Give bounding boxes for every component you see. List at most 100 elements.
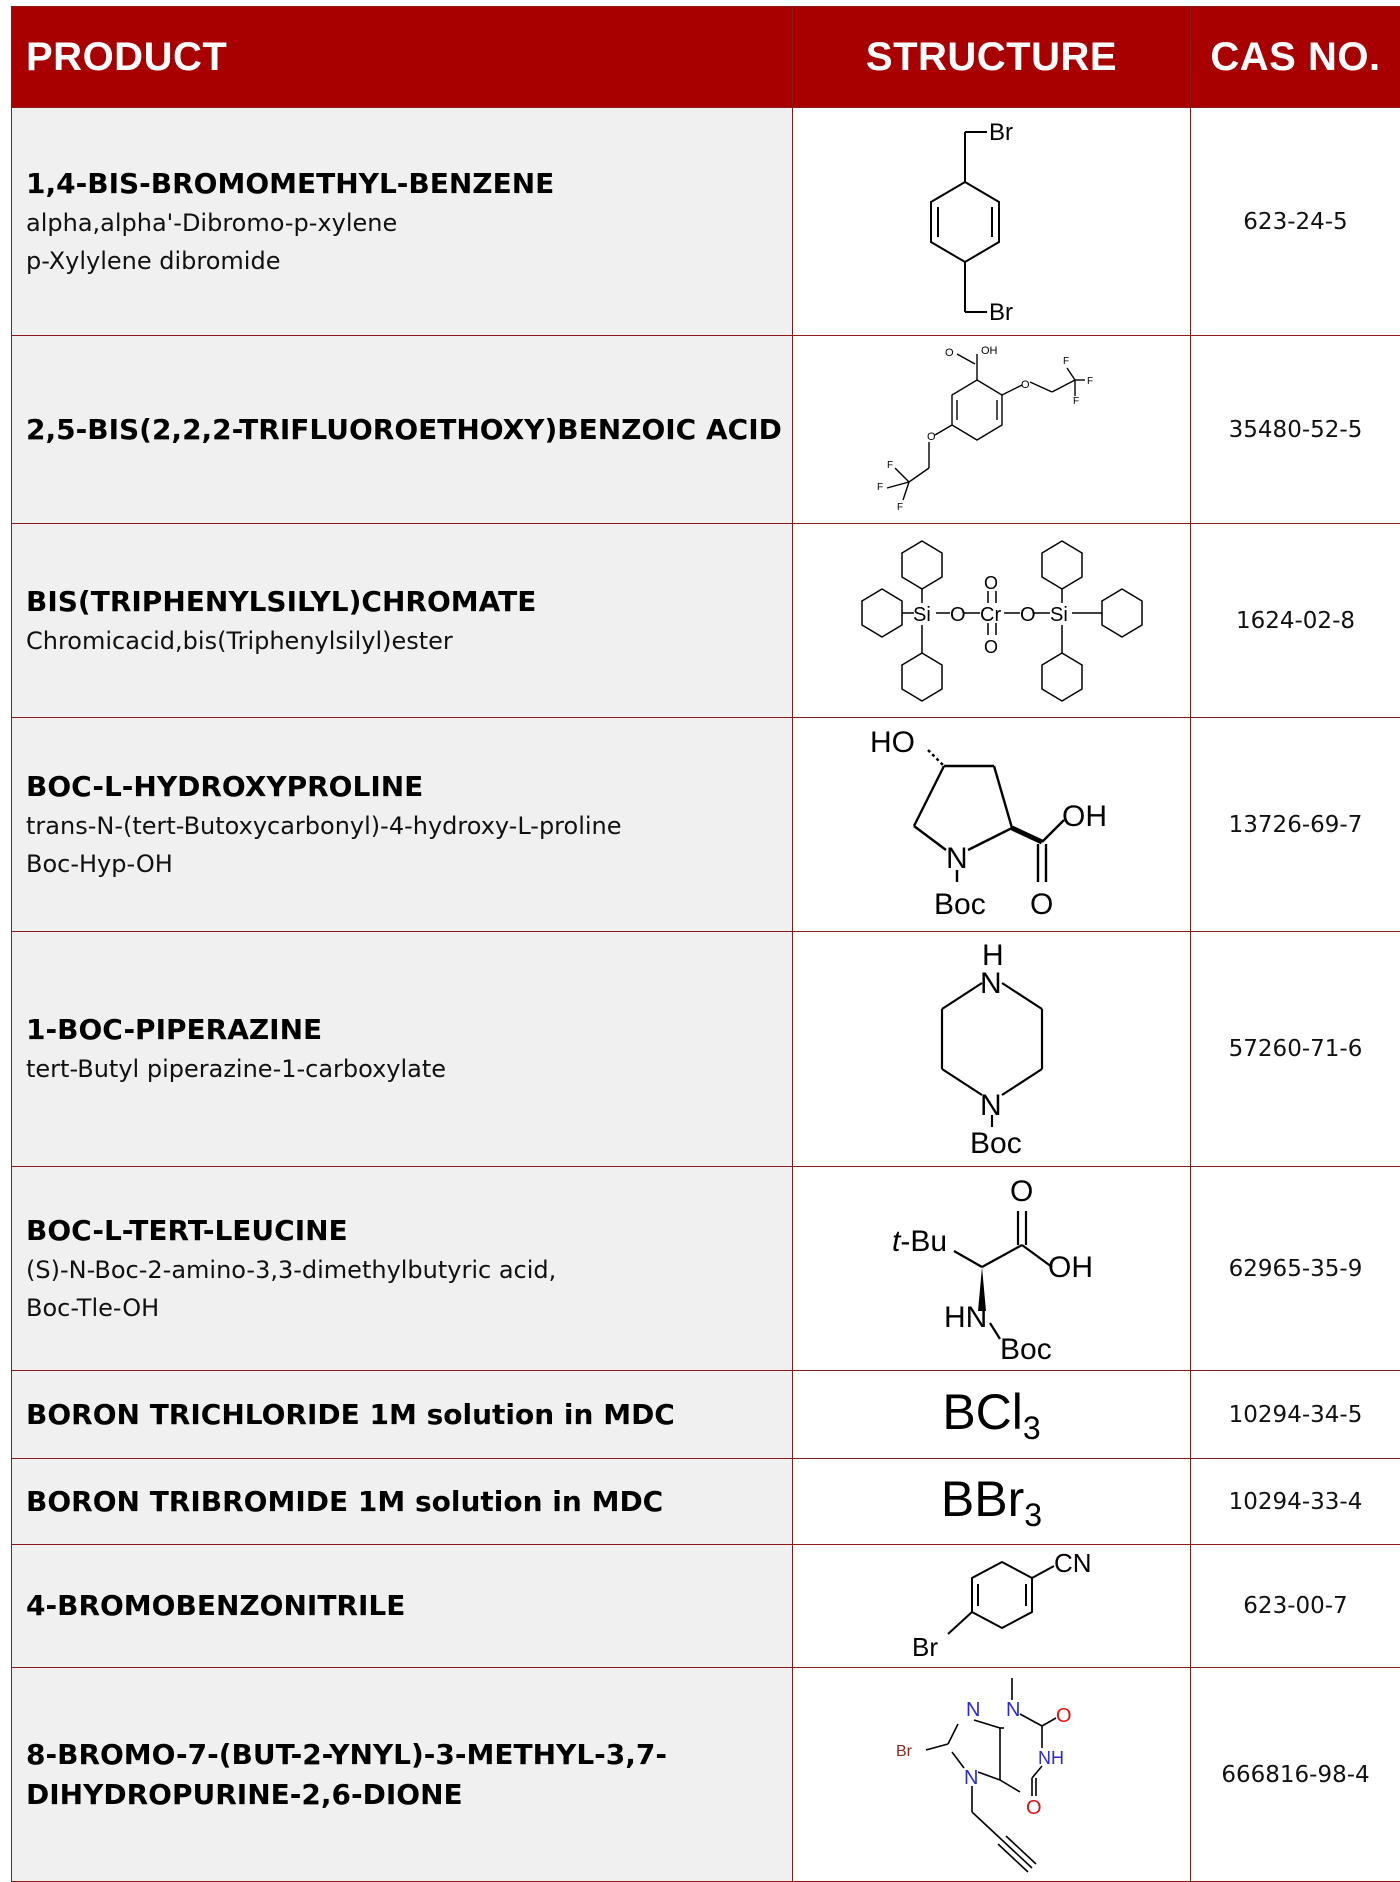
- table-row: BOC-L-HYDROXYPROLINE trans-N-(tert-Butox…: [12, 718, 1400, 932]
- structure-drawing: Si O Cr O Si O O: [822, 531, 1162, 711]
- atom-label: N: [1006, 1699, 1020, 1721]
- atom-label: N: [980, 1089, 1002, 1122]
- structure-cell: CN Br: [793, 1545, 1191, 1668]
- product-cell: 8-BROMO-7-(BUT-2-YNYL)-3-METHYL-3,7- DIH…: [12, 1668, 793, 1882]
- structure-cell: BBr3: [793, 1459, 1191, 1545]
- cas-number: 623-24-5: [1191, 108, 1400, 336]
- atom-label: N: [946, 842, 968, 875]
- product-cell: 1-BOC-PIPERAZINE tert-Butyl piperazine-1…: [12, 932, 793, 1167]
- atom-label: HO: [870, 726, 915, 759]
- atom-label: O: [1056, 1705, 1072, 1727]
- atom-label: NH: [1038, 1748, 1064, 1768]
- atom-label: F: [1063, 356, 1069, 367]
- product-name: BORON TRICHLORIDE 1M solution in MDC: [26, 1395, 792, 1435]
- cas-number: 1624-02-8: [1191, 524, 1400, 718]
- atom-label: O: [945, 347, 954, 359]
- atom-label: Boc: [970, 1127, 1022, 1160]
- product-cell: BOC-L-HYDROXYPROLINE trans-N-(tert-Butox…: [12, 718, 793, 932]
- atom-label: O: [984, 637, 998, 657]
- cas-number: 666816-98-4: [1191, 1668, 1400, 1882]
- atom-label: CN: [1054, 1548, 1092, 1578]
- atom-label: Boc: [1000, 1333, 1052, 1366]
- atom-label: Br: [912, 1632, 938, 1662]
- atom-label: N: [964, 1767, 978, 1789]
- product-name: 4-BROMOBENZONITRILE: [26, 1586, 792, 1626]
- product-cell: BOC-L-TERT-LEUCINE (S)-N-Boc-2-amino-3,3…: [12, 1167, 793, 1371]
- product-name: BORON TRIBROMIDE 1M solution in MDC: [26, 1482, 792, 1522]
- atom-label: Br: [896, 1743, 913, 1760]
- atom-label: O: [1010, 1175, 1033, 1208]
- product-cell: BORON TRIBROMIDE 1M solution in MDC: [12, 1459, 793, 1545]
- cas-number: 57260-71-6: [1191, 932, 1400, 1167]
- cas-number: 10294-33-4: [1191, 1459, 1400, 1545]
- structure-cell: Br Br: [793, 108, 1191, 336]
- cas-number: 13726-69-7: [1191, 718, 1400, 932]
- product-name: 8-BROMO-7-(BUT-2-YNYL)-3-METHYL-3,7-: [26, 1735, 792, 1775]
- atom-label: O: [1026, 1797, 1042, 1819]
- structure-header: STRUCTURE: [793, 7, 1191, 108]
- table-row: BORON TRIBROMIDE 1M solution in MDC BBr3…: [12, 1459, 1400, 1545]
- atom-label: Si: [1050, 604, 1068, 626]
- atom-label: Cr: [980, 604, 1001, 626]
- cas-header: CAS NO.: [1191, 7, 1400, 108]
- product-name: 1-BOC-PIPERAZINE: [26, 1010, 792, 1050]
- table-row: BOC-L-TERT-LEUCINE (S)-N-Boc-2-amino-3,3…: [12, 1167, 1400, 1371]
- table-row: 1-BOC-PIPERAZINE tert-Butyl piperazine-1…: [12, 932, 1400, 1167]
- atom-label: -Bu: [900, 1225, 947, 1258]
- product-name: 1,4-BIS-BROMOMETHYL-BENZENE: [26, 164, 792, 204]
- structure-drawing: O OH HN Boc t-Bu: [872, 1171, 1112, 1367]
- product-name: BIS(TRIPHENYLSILYL)CHROMATE: [26, 582, 792, 622]
- product-cell: BIS(TRIPHENYLSILYL)CHROMATE Chromicacid,…: [12, 524, 793, 718]
- product-name: DIHYDROPURINE-2,6-DIONE: [26, 1775, 792, 1815]
- structure-cell: N N O Br NH N O: [793, 1668, 1191, 1882]
- product-synonym: Chromicacid,bis(Triphenylsilyl)ester: [26, 622, 792, 660]
- table-row: 8-BROMO-7-(BUT-2-YNYL)-3-METHYL-3,7- DIH…: [12, 1668, 1400, 1882]
- structure-cell: BCl3: [793, 1371, 1191, 1459]
- atom-label: Br: [989, 119, 1013, 146]
- atom-label: F: [897, 502, 903, 513]
- chemical-formula: BCl3: [942, 1384, 1040, 1440]
- structure-cell: O OH HN Boc t-Bu: [793, 1167, 1191, 1371]
- table-row: 2,5-BIS(2,2,2-TRIFLUOROETHOXY)BENZOIC AC…: [12, 336, 1400, 524]
- structure-cell: O OH O O F F F F F F: [793, 336, 1191, 524]
- structure-drawing: Br Br: [917, 112, 1067, 332]
- header-row: PRODUCT STRUCTURE CAS NO.: [12, 7, 1400, 108]
- atom-label: N: [980, 967, 1002, 1000]
- product-name: BOC-L-HYDROXYPROLINE: [26, 767, 792, 807]
- product-name: BOC-L-TERT-LEUCINE: [26, 1211, 792, 1251]
- cas-number: 35480-52-5: [1191, 336, 1400, 524]
- atom-label: Si: [913, 604, 931, 626]
- atom-label: O: [1021, 379, 1030, 391]
- product-cell: BORON TRICHLORIDE 1M solution in MDC: [12, 1371, 793, 1459]
- atom-label: O: [984, 573, 998, 593]
- product-synonym: (S)-N-Boc-2-amino-3,3-dimethylbutyric ac…: [26, 1251, 792, 1289]
- table-row: 1,4-BIS-BROMOMETHYL-BENZENE alpha,alpha'…: [12, 108, 1400, 336]
- product-synonym: p-Xylylene dibromide: [26, 242, 792, 280]
- product-synonym: Boc-Hyp-OH: [26, 845, 792, 883]
- table-row: BIS(TRIPHENYLSILYL)CHROMATE Chromicacid,…: [12, 524, 1400, 718]
- table-row: 4-BROMOBENZONITRILE CN Br 623-00-7: [12, 1545, 1400, 1668]
- tbu-label: t-Bu: [892, 1225, 947, 1258]
- product-table: PRODUCT STRUCTURE CAS NO. 1,4-BIS-BROMOM…: [11, 6, 1400, 1882]
- formula-main: BBr: [941, 1471, 1024, 1527]
- atom-label: Boc: [934, 888, 986, 921]
- structure-cell: H N N Boc: [793, 932, 1191, 1167]
- chemical-formula: BBr3: [941, 1471, 1042, 1527]
- atom-label: Br: [989, 299, 1013, 326]
- table-row: BORON TRICHLORIDE 1M solution in MDC BCl…: [12, 1371, 1400, 1459]
- structure-cell: Si O Cr O Si O O: [793, 524, 1191, 718]
- formula-main: BCl: [942, 1384, 1023, 1440]
- product-name: 2,5-BIS(2,2,2-TRIFLUOROETHOXY)BENZOIC AC…: [26, 410, 792, 450]
- atom-label: OH: [981, 345, 998, 357]
- structure-drawing: O OH O O F F F F F F: [867, 340, 1117, 520]
- atom-label: N: [966, 1699, 980, 1721]
- cas-number: 623-00-7: [1191, 1545, 1400, 1668]
- atom-label: OH: [1062, 800, 1107, 833]
- atom-label: O: [1020, 604, 1036, 626]
- formula-subscript: 3: [1023, 1410, 1041, 1446]
- atom-label: HN: [944, 1301, 987, 1334]
- product-synonym: tert-Butyl piperazine-1-carboxylate: [26, 1050, 792, 1088]
- atom-label: F: [877, 482, 883, 493]
- product-synonym: trans-N-(tert-Butoxycarbonyl)-4-hydroxy-…: [26, 807, 792, 845]
- structure-drawing: HO OH N Boc O: [862, 722, 1122, 927]
